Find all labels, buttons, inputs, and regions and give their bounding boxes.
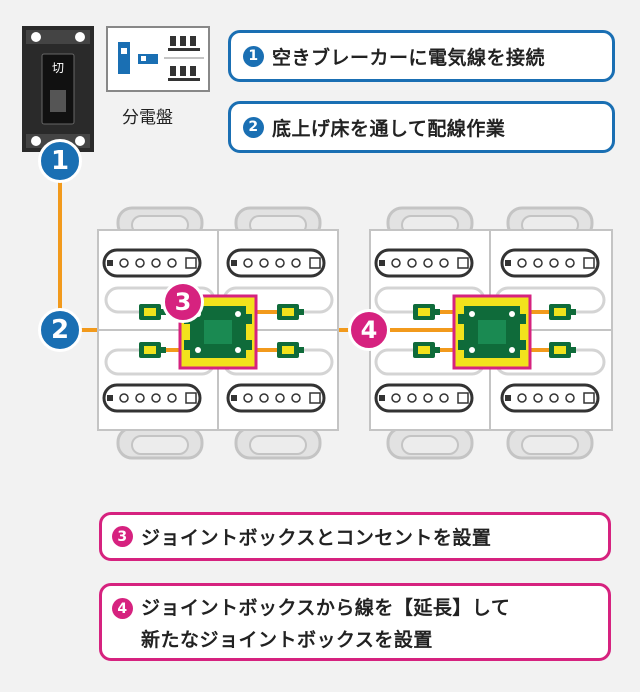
step4-number: 4 <box>112 598 133 619</box>
step4-callout: 4 ジョイントボックスから線を【延長】して 新たなジョイントボックスを設置 <box>99 583 611 661</box>
step4-text-line2: 新たなジョイントボックスを設置 <box>141 629 433 651</box>
step3-callout: 3 ジョイントボックスとコンセントを設置 <box>99 512 611 561</box>
step3-number: 3 <box>112 526 133 547</box>
breaker-label: 切 <box>51 61 64 75</box>
step1-text: 空きブレーカーに電気線を接続 <box>272 46 546 69</box>
panel-label: 分電盤 <box>122 108 173 128</box>
step4-text-line1: ジョイントボックスから線を【延長】して <box>141 597 511 619</box>
step2-callout: 2 底上げ床を通して配線作業 <box>228 101 615 153</box>
floor-wiring-diagram <box>58 155 613 460</box>
breaker-icon <box>22 26 94 152</box>
step1-number: 1 <box>243 45 264 67</box>
badge-1: 1 <box>38 139 82 183</box>
badge-2: 2 <box>38 308 82 352</box>
badge-3: 3 <box>162 281 204 323</box>
step2-text: 底上げ床を通して配線作業 <box>272 117 506 140</box>
panel-board-icon <box>106 26 210 92</box>
badge-4: 4 <box>348 309 390 351</box>
step2-number: 2 <box>243 116 264 138</box>
step3-text: ジョイントボックスとコンセントを設置 <box>141 527 492 549</box>
step1-callout: 1 空きブレーカーに電気線を接続 <box>228 30 615 82</box>
